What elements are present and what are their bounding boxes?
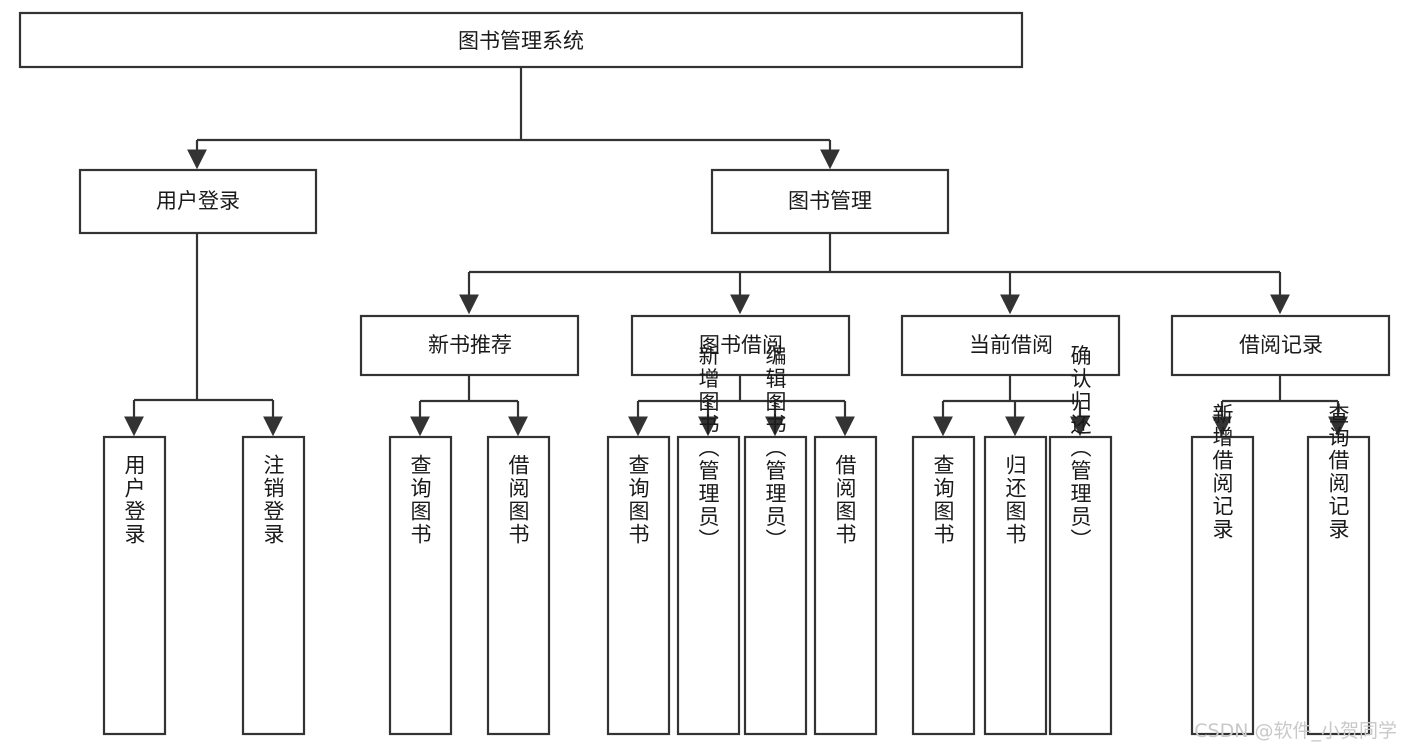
node-leaf-query-book-1[interactable]: 查询图书 bbox=[388, 435, 453, 736]
node-leaf-return-book-label: 归还图书 bbox=[1003, 454, 1027, 546]
node-leaf-confirm-return-box[interactable] bbox=[1048, 435, 1113, 736]
node-leaf-logout-login-box[interactable] bbox=[241, 435, 306, 736]
node-leaf-edit-book-label: 编辑图书（管理员） bbox=[763, 345, 787, 552]
node-leaf-add-book-label: 新增图书（管理员） bbox=[696, 345, 720, 552]
node-new-book-rec[interactable]: 新书推荐 bbox=[359, 314, 580, 377]
node-leaf-edit-book[interactable]: 编辑图书（管理员） bbox=[743, 345, 808, 736]
node-leaf-confirm-return-label: 确认归还（管理员） bbox=[1068, 345, 1092, 552]
node-leaf-borrow-book-1-label: 借阅图书 bbox=[506, 454, 530, 546]
node-book-borrow-label: 图书借阅 bbox=[699, 333, 783, 357]
node-leaf-query-record-label: 查询借阅记录 bbox=[1326, 403, 1350, 541]
node-user-login-label: 用户登录 bbox=[156, 189, 240, 213]
edge-group-new-book-rec-to-leaves bbox=[410, 375, 528, 437]
node-leaf-query-book-3-label: 查询图书 bbox=[931, 454, 955, 546]
node-leaf-query-book-3[interactable]: 查询图书 bbox=[911, 435, 976, 736]
node-leaf-add-book-box[interactable] bbox=[676, 435, 741, 736]
node-leaf-return-book[interactable]: 归还图书 bbox=[983, 435, 1048, 736]
node-root[interactable]: 图书管理系统 bbox=[18, 11, 1024, 69]
edge-group-borrow-record-to-leaves bbox=[1212, 375, 1348, 437]
node-root-box[interactable] bbox=[18, 11, 1024, 69]
node-leaf-confirm-return[interactable]: 确认归还（管理员） bbox=[1048, 345, 1113, 736]
node-book-borrow-box[interactable] bbox=[630, 314, 851, 377]
node-leaf-borrow-book-1-box[interactable] bbox=[486, 435, 551, 736]
edge-group-current-borrow-to-leaves bbox=[933, 375, 1090, 437]
edge-group-book-borrow-to-leaves bbox=[628, 375, 855, 437]
node-leaf-add-record-box[interactable] bbox=[1190, 435, 1255, 736]
node-user-login-box[interactable] bbox=[78, 168, 318, 235]
edge-group-root-to-level2 bbox=[187, 67, 840, 170]
node-leaf-borrow-book-2-box[interactable] bbox=[813, 435, 878, 736]
edge-group-book-manage-to-level3 bbox=[459, 233, 1290, 315]
node-leaf-query-book-1-label: 查询图书 bbox=[408, 454, 432, 546]
node-book-manage[interactable]: 图书管理 bbox=[710, 168, 950, 235]
node-leaf-edit-book-box[interactable] bbox=[743, 435, 808, 736]
node-current-borrow-box[interactable] bbox=[900, 314, 1121, 377]
node-leaf-query-record-box[interactable] bbox=[1306, 435, 1371, 736]
node-leaf-borrow-book-2[interactable]: 借阅图书 bbox=[813, 435, 878, 736]
node-user-login[interactable]: 用户登录 bbox=[78, 168, 318, 235]
node-leaf-add-book[interactable]: 新增图书（管理员） bbox=[676, 345, 741, 736]
node-leaf-return-book-box[interactable] bbox=[983, 435, 1048, 736]
node-leaf-query-book-2-label: 查询图书 bbox=[626, 454, 650, 546]
node-leaf-query-book-1-box[interactable] bbox=[388, 435, 453, 736]
node-leaf-logout-login-label: 注销登录 bbox=[261, 454, 285, 546]
node-leaf-borrow-book-2-label: 借阅图书 bbox=[833, 454, 857, 546]
node-borrow-record-box[interactable] bbox=[1170, 314, 1391, 377]
node-leaf-logout-login[interactable]: 注销登录 bbox=[241, 435, 306, 736]
node-leaf-query-record[interactable]: 查询借阅记录 bbox=[1306, 403, 1371, 736]
node-new-book-rec-box[interactable] bbox=[359, 314, 580, 377]
node-leaf-borrow-book-1[interactable]: 借阅图书 bbox=[486, 435, 551, 736]
node-leaf-add-record[interactable]: 新增借阅记录 bbox=[1190, 403, 1255, 736]
node-root-label: 图书管理系统 bbox=[458, 29, 584, 53]
node-current-borrow[interactable]: 当前借阅 bbox=[900, 314, 1121, 377]
node-leaf-user-login-box[interactable] bbox=[102, 435, 167, 736]
node-leaf-user-login[interactable]: 用户登录 bbox=[102, 435, 167, 736]
node-leaf-add-record-label: 新增借阅记录 bbox=[1210, 403, 1234, 541]
node-leaf-user-login-label: 用户登录 bbox=[122, 454, 146, 546]
node-leaf-query-book-3-box[interactable] bbox=[911, 435, 976, 736]
node-current-borrow-label: 当前借阅 bbox=[969, 333, 1053, 357]
node-borrow-record[interactable]: 借阅记录 bbox=[1170, 314, 1391, 377]
node-book-borrow[interactable]: 图书借阅 bbox=[630, 314, 851, 377]
node-leaf-query-book-2[interactable]: 查询图书 bbox=[606, 435, 671, 736]
node-new-book-rec-label: 新书推荐 bbox=[428, 333, 512, 357]
node-book-manage-label: 图书管理 bbox=[788, 189, 872, 213]
node-leaf-query-book-2-box[interactable] bbox=[606, 435, 671, 736]
node-borrow-record-label: 借阅记录 bbox=[1239, 333, 1323, 357]
edge-group-user-login-to-leaves bbox=[124, 233, 283, 437]
node-book-manage-box[interactable] bbox=[710, 168, 950, 235]
